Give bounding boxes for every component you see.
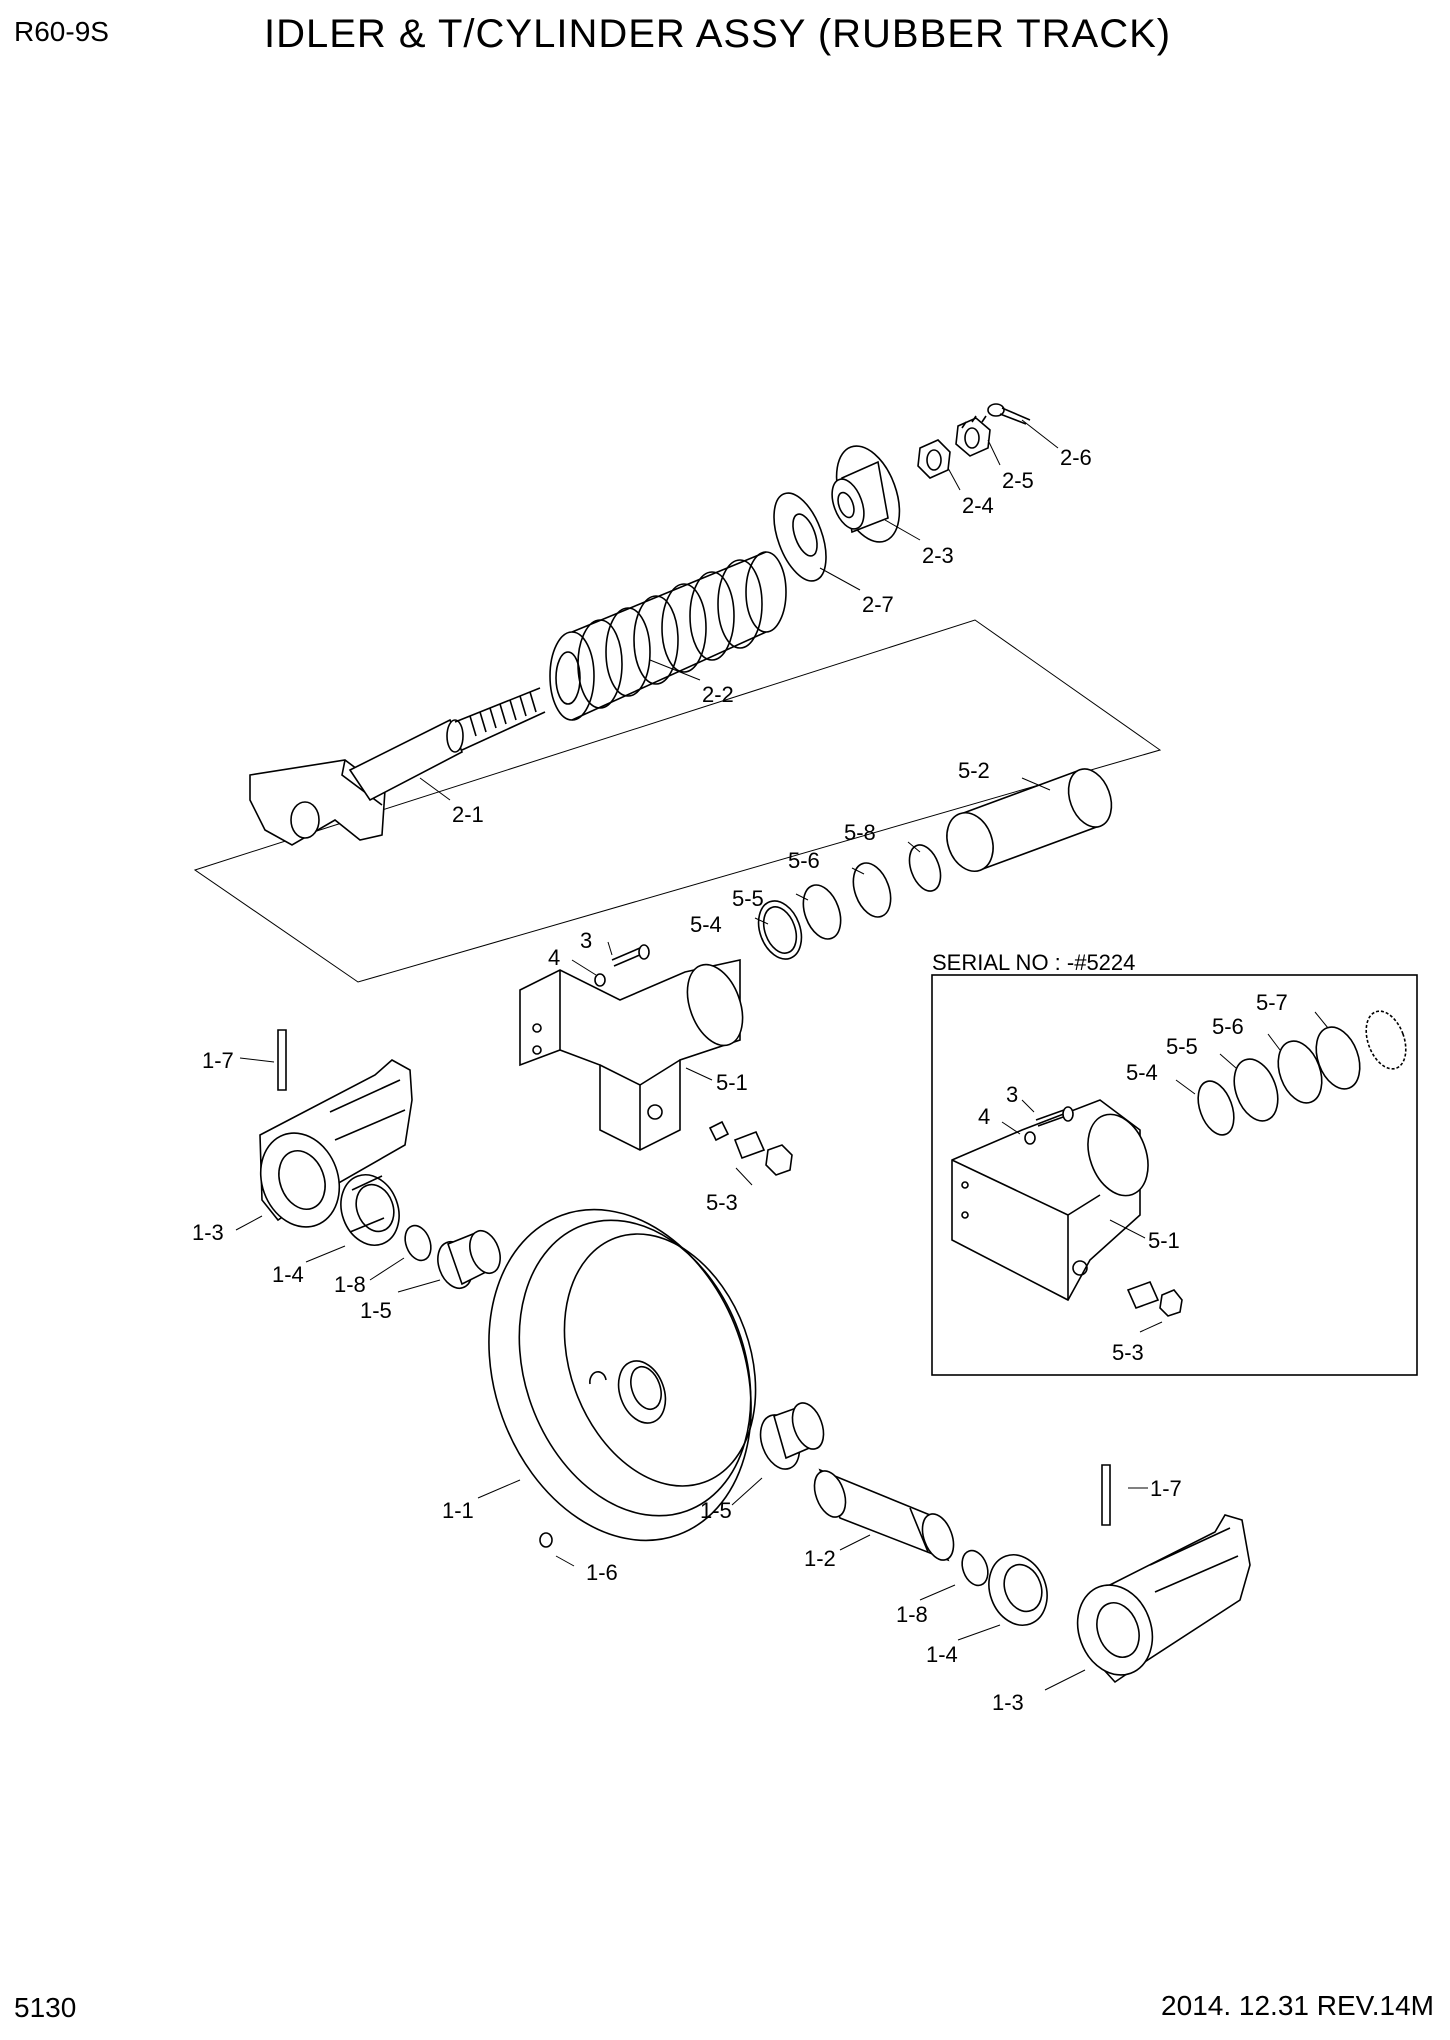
leader-lines (235, 419, 1329, 1691)
part-1-4-seal-right[interactable] (979, 1547, 1056, 1634)
callout-5-8: 5-8 (844, 820, 876, 845)
inset-part-5-1-cylinder-body[interactable] (951, 1099, 1159, 1302)
inset-part-5-7-ring-a[interactable] (1308, 1021, 1367, 1095)
callout-5-6: 5-6 (788, 848, 820, 873)
callout-2-7: 2-7 (862, 592, 894, 617)
inset-frame (931, 974, 1418, 1376)
part-1-6-plug[interactable] (539, 1532, 553, 1548)
inset-part-4-washer[interactable] (1024, 1131, 1036, 1145)
callout-5-5: 5-5 (732, 886, 764, 911)
part-2-7-washer[interactable] (764, 486, 837, 588)
callout-5-3: 5-3 (706, 1190, 738, 1215)
callout-2-3: 2-3 (922, 543, 954, 568)
part-1-8-o-ring-left[interactable] (401, 1222, 436, 1264)
callout-5-4: 5-4 (690, 912, 722, 937)
part-1-8-o-ring-right[interactable] (958, 1547, 993, 1589)
inset-serial-label: SERIAL NO : -#5224 (932, 950, 1135, 975)
callout-1-3-right: 1-3 (992, 1690, 1024, 1715)
page-number: 5130 (14, 1992, 77, 2023)
part-3-bolt[interactable] (611, 944, 650, 967)
part-1-3-bracket-left[interactable] (248, 1059, 413, 1238)
inset-part-5-4-ring[interactable] (1191, 1076, 1240, 1140)
part-5-4-seal[interactable] (751, 895, 809, 965)
callout-5-1: 5-1 (716, 1070, 748, 1095)
callout-2-5: 2-5 (1002, 468, 1034, 493)
page-title: IDLER & T/CYLINDER ASSY (RUBBER TRACK) (264, 12, 1172, 56)
callout-4: 4 (548, 945, 560, 970)
idler-assembly (248, 1029, 1251, 1686)
frame-plate-outline (193, 619, 1162, 983)
part-4-washer[interactable] (594, 973, 606, 987)
inset-callout-5-4: 5-4 (1126, 1060, 1158, 1085)
part-1-7-pin-right[interactable] (1101, 1464, 1111, 1526)
inset-callout-5-3: 5-3 (1112, 1340, 1144, 1365)
callout-2-1: 2-1 (452, 802, 484, 827)
callout-1-4-right: 1-4 (926, 1642, 958, 1667)
cylinder-assembly (519, 768, 1113, 1176)
inset-callout-4: 4 (978, 1104, 990, 1129)
part-5-1-cylinder-body[interactable] (519, 957, 753, 1151)
inset-callout-5-6: 5-6 (1212, 1014, 1244, 1039)
part-2-3-spring-seat[interactable] (825, 437, 912, 550)
model-number: R60-9S (14, 16, 109, 47)
spring-assembly (193, 403, 1162, 983)
inset-callout-3: 3 (1006, 1082, 1018, 1107)
inset-part-3-bolt[interactable] (1035, 1106, 1074, 1127)
part-2-6-cotter-pin[interactable] (987, 403, 1031, 425)
callout-1-5-right: 1-5 (700, 1498, 732, 1523)
part-1-2-shaft[interactable] (809, 1467, 960, 1565)
part-5-5-ring[interactable] (796, 880, 847, 944)
part-1-3-bracket-right[interactable] (1065, 1514, 1251, 1686)
part-2-2-spring[interactable] (549, 551, 787, 721)
callout-1-5-left: 1-5 (360, 1298, 392, 1323)
part-2-4-nut[interactable] (917, 439, 951, 479)
part-1-4-seal-left[interactable] (331, 1167, 408, 1254)
callout-1-4-left: 1-4 (272, 1262, 304, 1287)
callout-1-8-left: 1-8 (334, 1272, 366, 1297)
part-1-1-idler-wheel[interactable] (444, 1172, 795, 1577)
part-2-5-castle-nut[interactable] (955, 415, 991, 457)
part-5-8-snap-ring[interactable] (904, 841, 947, 896)
part-1-5-bushing-right[interactable] (754, 1399, 830, 1475)
inset-part-5-5-ring[interactable] (1226, 1053, 1285, 1127)
inset-callout-5-1: 5-1 (1148, 1228, 1180, 1253)
callout-5-2: 5-2 (958, 758, 990, 783)
callout-2-4: 2-4 (962, 493, 994, 518)
callout-2-6: 2-6 (1060, 445, 1092, 470)
part-1-5-bushing-left[interactable] (432, 1227, 506, 1293)
callout-2-2: 2-2 (702, 682, 734, 707)
callout-1-2: 1-2 (804, 1546, 836, 1571)
inset-part-5-3-grease-valve[interactable] (1126, 1280, 1183, 1317)
part-2-1-rod[interactable] (249, 687, 546, 846)
callout-1-8-right: 1-8 (896, 1602, 928, 1627)
callout-1-7-left: 1-7 (202, 1048, 234, 1073)
inset-callout-5-7: 5-7 (1256, 990, 1288, 1015)
part-5-6-ring[interactable] (846, 858, 897, 922)
part-1-7-pin-left[interactable] (277, 1029, 287, 1091)
inset-part-5-7-ring-b[interactable] (1359, 1006, 1413, 1075)
callout-labels: 2-6 2-5 2-4 2-3 2-7 2-2 2-1 5-2 5-8 5-6 … (192, 445, 1288, 1715)
callout-1-3-left: 1-3 (192, 1220, 224, 1245)
callout-3: 3 (580, 928, 592, 953)
callout-1-6: 1-6 (586, 1560, 618, 1585)
part-5-3-grease-valve[interactable] (708, 1120, 793, 1176)
revision-date: 2014. 12.31 REV.14M (1161, 1990, 1434, 2021)
callout-1-1: 1-1 (442, 1498, 474, 1523)
serial-inset (931, 974, 1418, 1376)
inset-callout-5-5: 5-5 (1166, 1034, 1198, 1059)
callout-1-7-right: 1-7 (1150, 1476, 1182, 1501)
